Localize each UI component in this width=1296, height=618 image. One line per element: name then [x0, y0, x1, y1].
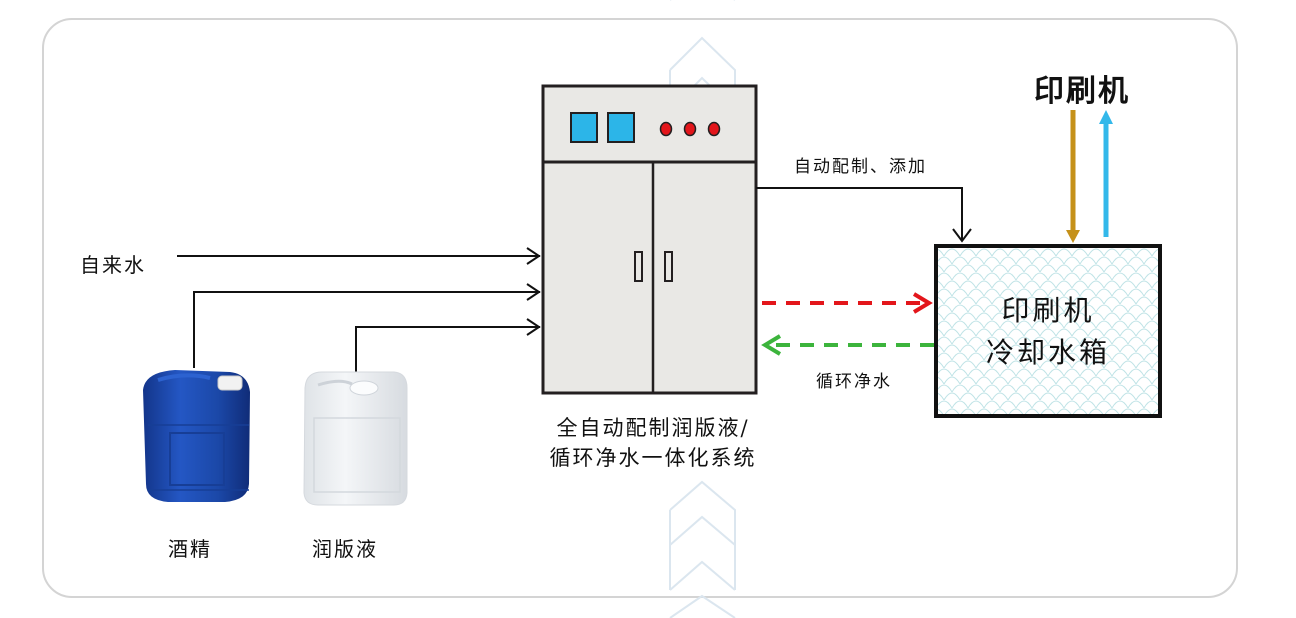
supply-flow-red [762, 292, 933, 314]
return-flow-green [761, 334, 934, 356]
diagram-panel [42, 18, 1238, 598]
system-label: 全自动配制润版液/ 循环净水一体化系统 [528, 413, 778, 473]
fountain-solution-label: 润版液 [312, 537, 378, 561]
indicator-light-3 [707, 121, 721, 137]
indicator-light-2 [683, 121, 697, 137]
fountain-solution-jerrycan [303, 371, 408, 506]
auto-dosing-label: 自动配制、添加 [794, 157, 927, 177]
recycled-water-label: 循环净水 [816, 372, 892, 392]
display-screen-1 [570, 112, 598, 143]
tap-water-label: 自来水 [80, 253, 146, 277]
indicator-light-1 [659, 121, 673, 137]
alcohol-line [193, 283, 541, 368]
cooling-tank-label-line2: 冷却水箱 [985, 336, 1110, 369]
cooling-tank-label: 印刷机 冷却水箱 [938, 290, 1158, 374]
fountain-solution-line [355, 318, 541, 372]
display-screen-2 [607, 112, 635, 143]
cooling-water-tank [934, 244, 1162, 418]
dosing-system-cabinet [541, 84, 758, 395]
press-to-tank-arrow [1066, 110, 1080, 243]
alcohol-jerrycan [143, 370, 250, 502]
tap-water-line [177, 247, 541, 265]
alcohol-label: 酒精 [168, 537, 212, 561]
system-label-line2: 循环净水一体化系统 [549, 446, 757, 470]
auto-dosing-line [756, 187, 972, 243]
door-handle-left [634, 251, 643, 282]
tank-to-press-arrow [1099, 110, 1113, 237]
system-label-line1: 全自动配制润版液/ [556, 416, 750, 440]
door-handle-right [664, 251, 673, 282]
printing-press-label: 印刷机 [1034, 74, 1130, 109]
cooling-tank-label-line1: 印刷机 [1001, 294, 1095, 327]
